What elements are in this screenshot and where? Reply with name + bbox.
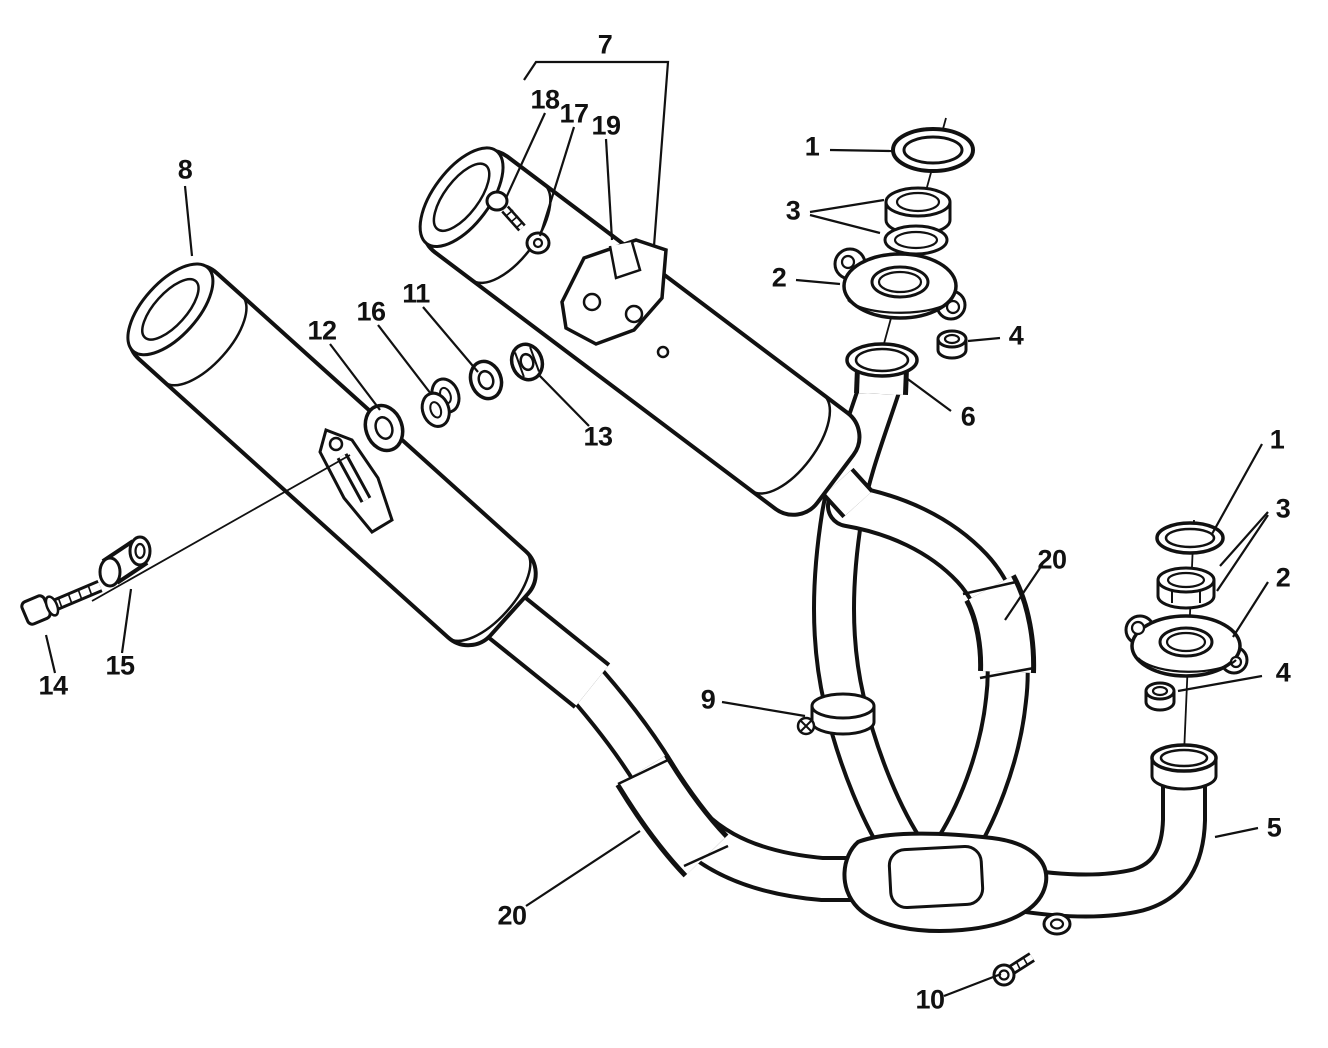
callout-5: 5 <box>1266 812 1282 843</box>
nut-4 <box>936 329 968 360</box>
bolt-10 <box>992 952 1035 987</box>
callout-10: 10 <box>915 984 945 1015</box>
callout-19: 19 <box>591 110 621 141</box>
callout-14: 14 <box>38 670 68 701</box>
bracket-rear-silencer <box>318 428 394 534</box>
flange-2 <box>1124 614 1249 678</box>
clamp-9 <box>796 692 876 736</box>
bolt-18 <box>485 190 526 232</box>
spacer-15 <box>98 535 152 588</box>
callout-20: 20 <box>1037 544 1067 575</box>
tailpipe-5 <box>985 743 1218 919</box>
callout-11: 11 <box>402 278 430 309</box>
gasket-stack-right <box>1124 521 1249 712</box>
leader-lines <box>44 60 1269 998</box>
nut-13 <box>509 342 545 382</box>
callout-7: 7 <box>597 29 613 60</box>
gasket-stack-top <box>833 127 975 378</box>
end-cap <box>126 262 215 357</box>
callout-2: 2 <box>1275 562 1291 593</box>
collet-3 <box>1156 566 1216 610</box>
callout-1: 1 <box>804 131 820 162</box>
callout-6: 6 <box>960 401 976 432</box>
callout-4: 4 <box>1008 320 1024 351</box>
callout-3: 3 <box>1275 493 1291 524</box>
nut-4 <box>1144 681 1176 712</box>
callout-9: 9 <box>700 684 716 715</box>
callout-3: 3 <box>785 195 801 226</box>
callout-18: 18 <box>530 84 560 115</box>
washer-pair-16 <box>420 377 461 428</box>
bracket-19 <box>560 238 668 346</box>
callout-20: 20 <box>497 900 527 931</box>
inlet-ring-6 <box>845 342 919 378</box>
callout-12: 12 <box>307 315 337 346</box>
rear-silencer-pipe <box>482 593 908 902</box>
callout-15: 15 <box>105 650 135 681</box>
rivet-icon <box>656 345 670 359</box>
washer-17 <box>525 231 551 255</box>
end-cap <box>418 146 505 249</box>
crossover-pipe <box>826 484 1037 878</box>
callout-16: 16 <box>356 296 386 327</box>
bolt-14 <box>20 580 103 626</box>
callout-8: 8 <box>177 154 193 185</box>
callout-2: 2 <box>771 262 787 293</box>
callout-17: 17 <box>559 98 589 129</box>
collector-junction <box>842 831 1072 936</box>
callout-1: 1 <box>1269 424 1285 455</box>
callout-13: 13 <box>583 421 613 452</box>
callout-4: 4 <box>1275 657 1291 688</box>
flange-2 <box>833 247 967 321</box>
collector-boss <box>1042 912 1072 936</box>
